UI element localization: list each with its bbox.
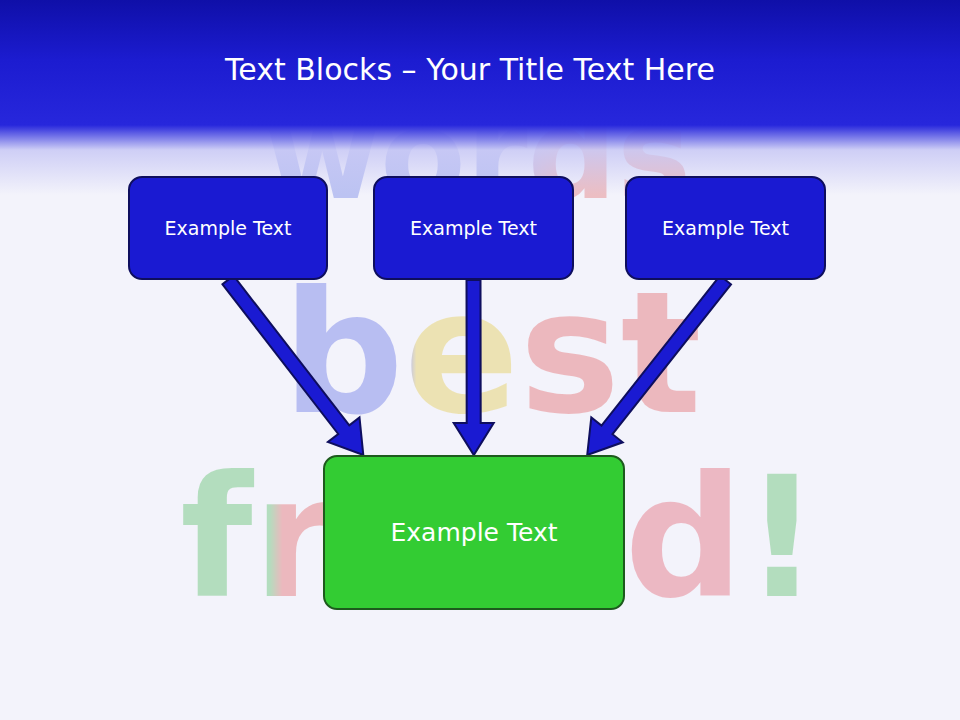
box-text: Example Text: [662, 217, 789, 239]
arrow-connector: [587, 276, 731, 455]
result-box: Example Text: [323, 455, 625, 610]
arrow-connector: [454, 280, 494, 455]
box-text: Example Text: [391, 518, 558, 547]
watermark-word: best: [282, 268, 701, 438]
slide-title: Text Blocks – Your Title Text Here: [0, 52, 940, 87]
header-band: [0, 0, 960, 195]
box-text: Example Text: [410, 217, 537, 239]
process-box: Example Text: [373, 176, 574, 280]
box-text: Example Text: [165, 217, 292, 239]
process-box: Example Text: [128, 176, 328, 280]
arrow-connector: [223, 276, 364, 455]
process-box: Example Text: [625, 176, 826, 280]
